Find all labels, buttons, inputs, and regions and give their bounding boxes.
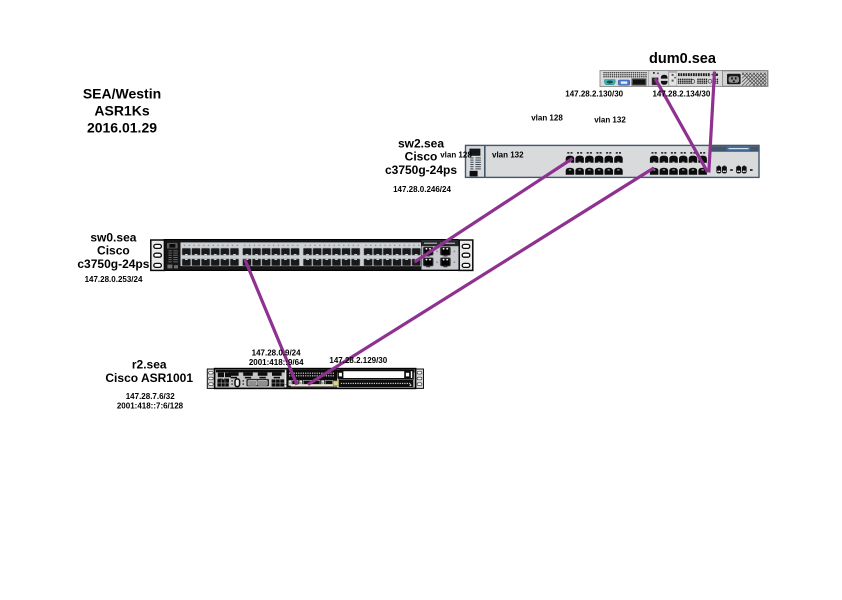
svg-text:c3750g-24ps: c3750g-24ps — [77, 257, 149, 271]
svg-text:vlan 132: vlan 132 — [492, 150, 524, 159]
svg-text:vlan 128: vlan 128 — [440, 150, 472, 159]
svg-text:147.28.2.134/30: 147.28.2.134/30 — [652, 90, 710, 99]
svg-text:vlan 132: vlan 132 — [594, 116, 626, 125]
svg-text:ASR1Ks: ASR1Ks — [94, 103, 149, 119]
svg-text:vlan 128: vlan 128 — [531, 114, 563, 123]
svg-text:147.28.2.129/30: 147.28.2.129/30 — [329, 356, 387, 365]
svg-text:2001:418::9/64: 2001:418::9/64 — [249, 358, 304, 367]
svg-text:Cisco: Cisco — [405, 149, 438, 163]
svg-text:sw2.sea: sw2.sea — [398, 137, 444, 151]
svg-text:147.28.0.9/24: 147.28.0.9/24 — [252, 349, 301, 358]
svg-text:147.28.0.246/24: 147.28.0.246/24 — [393, 185, 451, 194]
svg-text:2001:418::7:6/128: 2001:418::7:6/128 — [117, 402, 184, 411]
svg-text:Cisco: Cisco — [97, 244, 130, 258]
svg-text:2016.01.29: 2016.01.29 — [87, 120, 157, 136]
svg-text:r2.sea: r2.sea — [132, 358, 167, 372]
svg-text:147.28.2.130/30: 147.28.2.130/30 — [565, 90, 623, 99]
svg-text:SEA/Westin: SEA/Westin — [83, 85, 161, 101]
svg-text:c3750g-24ps: c3750g-24ps — [385, 163, 457, 177]
svg-text:147.28.7.6/32: 147.28.7.6/32 — [126, 392, 175, 401]
svg-text:dum0.sea: dum0.sea — [649, 51, 717, 67]
svg-text:sw0.sea: sw0.sea — [90, 231, 136, 245]
svg-text:Cisco ASR1001: Cisco ASR1001 — [105, 371, 193, 385]
svg-text:147.28.0.253/24: 147.28.0.253/24 — [85, 275, 143, 284]
